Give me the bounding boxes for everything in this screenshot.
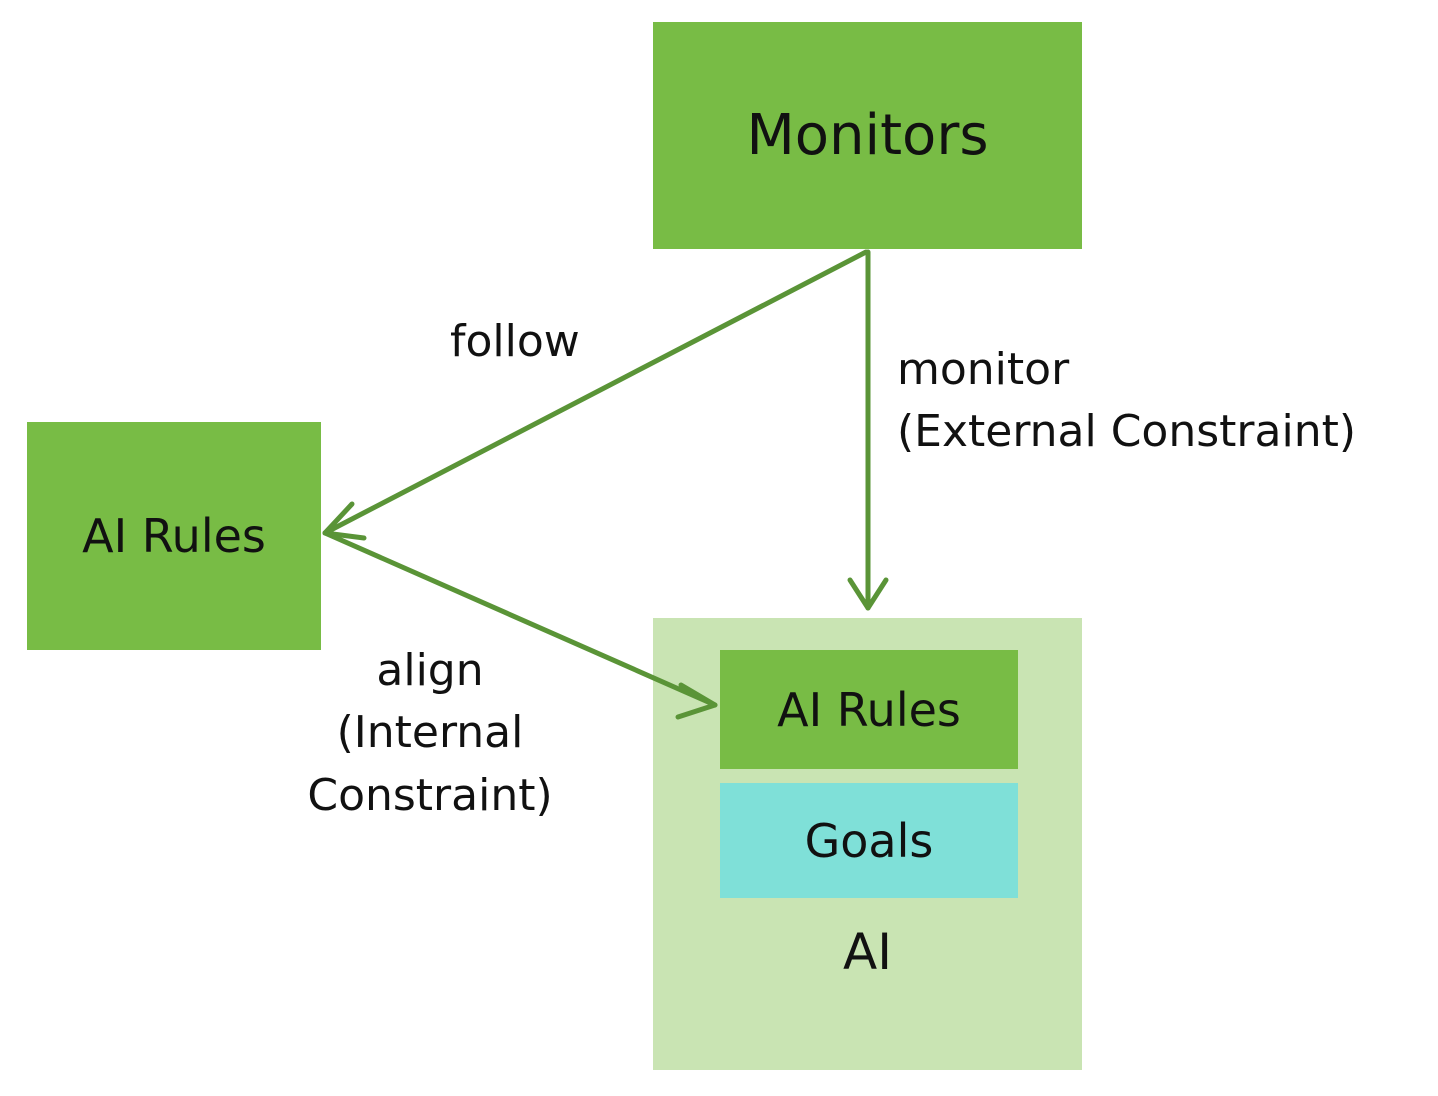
align-label-block: align (Internal Constraint) <box>280 640 580 827</box>
monitor-arrowhead <box>847 577 889 611</box>
ai-label: AI <box>843 923 892 981</box>
follow-label: follow <box>450 316 580 367</box>
monitor-label: monitor <box>897 344 1070 395</box>
goals-label: Goals <box>804 813 934 868</box>
ai-rules-internal-label: AI Rules <box>777 682 961 737</box>
ai-rules-internal-box: AI Rules <box>720 650 1018 769</box>
follow-arrow <box>322 249 869 536</box>
monitor-constraint-label: (External Constraint) <box>897 406 1356 457</box>
align-label-line: Constraint) <box>307 769 553 821</box>
goals-box: Goals <box>720 783 1018 898</box>
align-arrow <box>322 530 718 708</box>
align-label-line: (Internal <box>336 707 524 759</box>
monitors-label: Monitors <box>746 103 989 168</box>
align-label-line: align <box>376 645 484 696</box>
align-arrowhead <box>675 682 718 720</box>
ai-rules-external-box: AI Rules <box>27 422 321 650</box>
ai-rules-external-label: AI Rules <box>82 509 266 563</box>
monitors-box: Monitors <box>653 22 1082 249</box>
